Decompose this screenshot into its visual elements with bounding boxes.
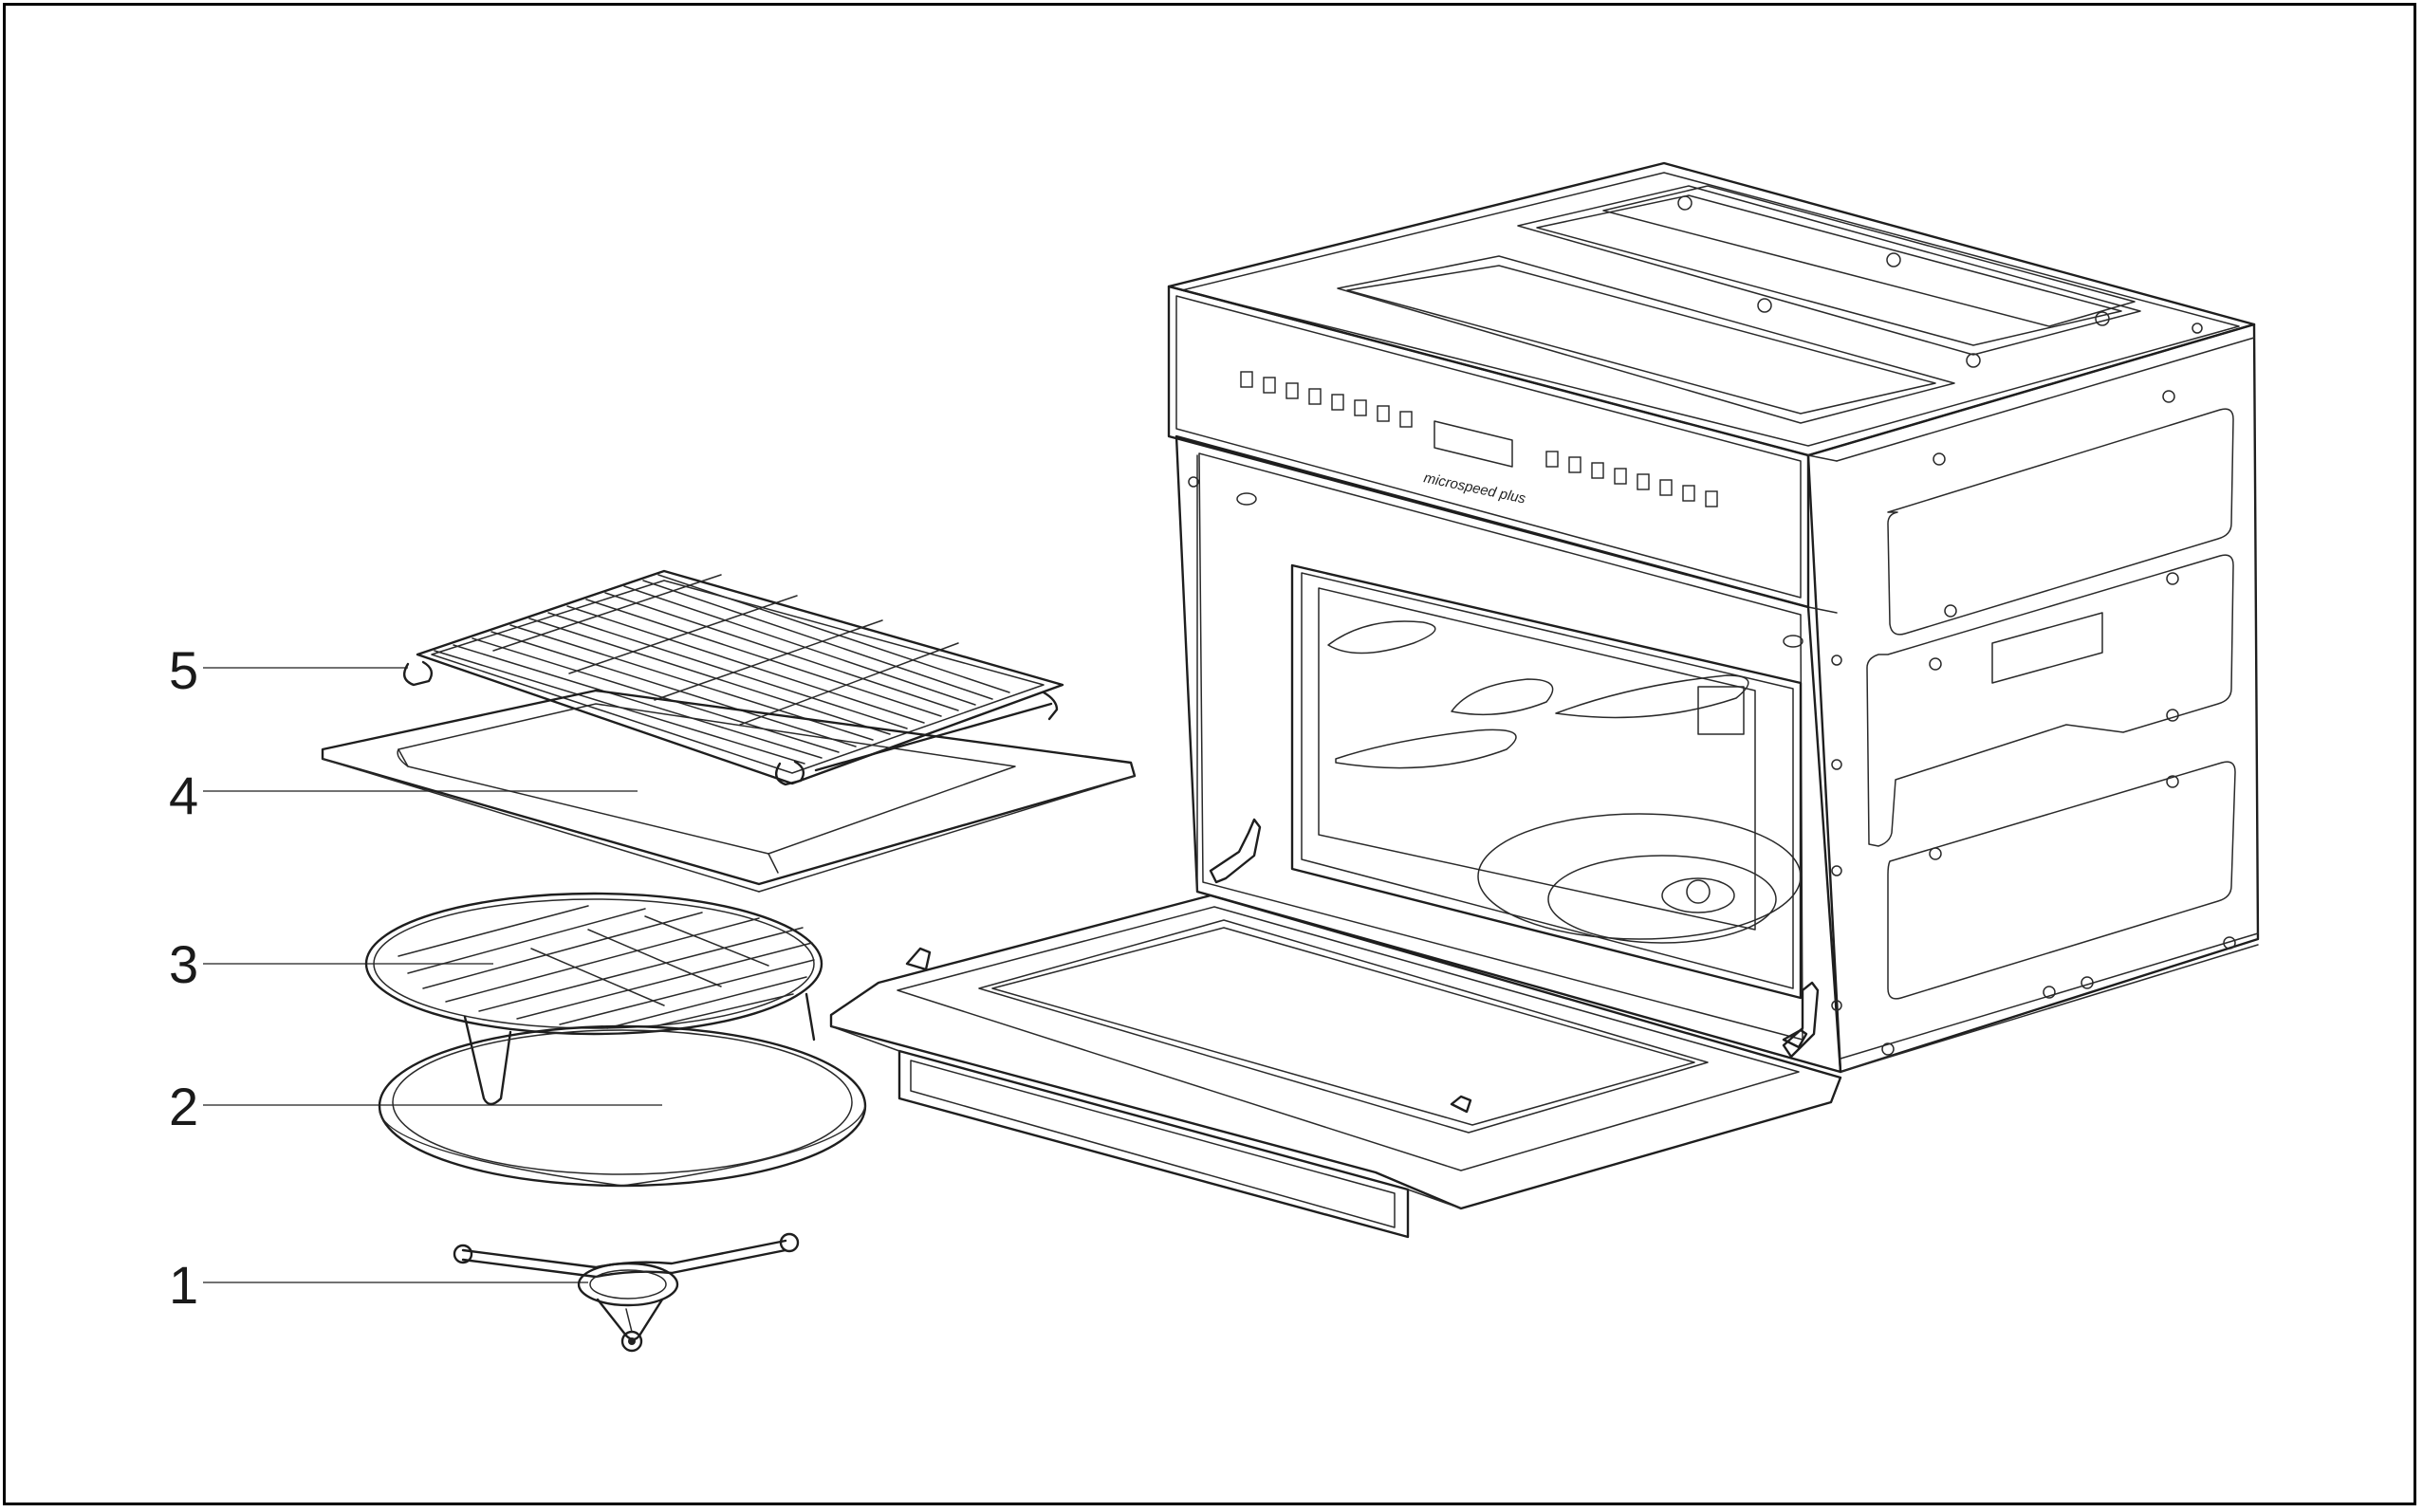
oven-door xyxy=(829,894,1842,1239)
control-buttons-left xyxy=(1240,371,1413,428)
callout-4: 4 xyxy=(169,765,638,825)
hinge-left xyxy=(1209,818,1262,884)
oven-brand-label: microspeed plus xyxy=(1422,470,1527,507)
part-5-wire-rack xyxy=(402,569,1064,786)
part-1-roller-ring xyxy=(453,1232,800,1353)
display-window xyxy=(1433,420,1513,468)
callout-number-3: 3 xyxy=(169,934,198,994)
callout-number-2: 2 xyxy=(169,1077,198,1136)
callout-1: 1 xyxy=(169,1255,588,1315)
oven-body: microspeed plus xyxy=(1167,161,2260,1074)
diagram-frame xyxy=(3,3,2416,1505)
callout-5: 5 xyxy=(169,640,408,700)
part-4-baking-tray xyxy=(321,689,1137,893)
oven-cavity xyxy=(1290,563,1803,1000)
part-3-round-rack xyxy=(364,892,823,1106)
control-buttons-right xyxy=(1545,451,1718,507)
part-2-round-plate xyxy=(378,1024,867,1188)
callout-number-5: 5 xyxy=(169,640,198,700)
hinge-right xyxy=(1782,981,1820,1059)
door-handle xyxy=(897,1049,1410,1239)
callout-number-4: 4 xyxy=(169,765,198,825)
callout-number-1: 1 xyxy=(169,1255,198,1315)
callout-2: 2 xyxy=(169,1077,662,1136)
